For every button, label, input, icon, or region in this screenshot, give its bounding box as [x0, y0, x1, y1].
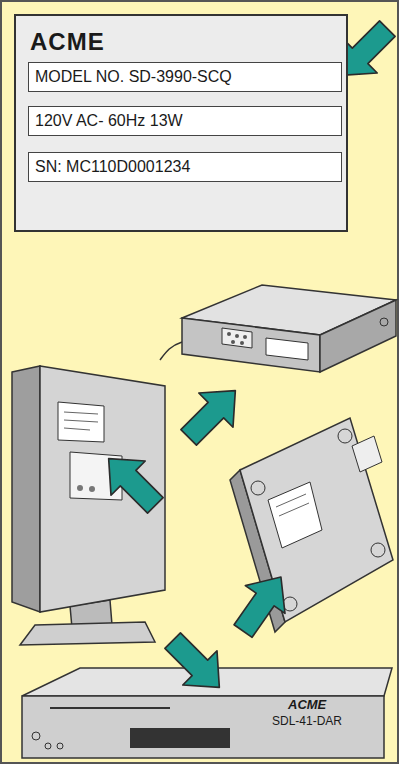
- button: [231, 340, 235, 344]
- disc-tray: [266, 338, 308, 360]
- button: [243, 335, 247, 339]
- rating-plate: ACME MODEL NO. SD-3990-SCQ 120V AC- 60Hz 1…: [14, 14, 348, 232]
- cable: [160, 342, 182, 360]
- knob: [57, 743, 63, 749]
- pointer-arrow: [172, 374, 253, 455]
- brand-name: ACME: [30, 28, 105, 56]
- monitor-bezel: [12, 366, 40, 612]
- foot: [251, 481, 265, 495]
- rating-label: [58, 402, 104, 442]
- label-line: [64, 412, 98, 414]
- label-line: [279, 503, 309, 516]
- disc-slot: [50, 707, 170, 709]
- display: [130, 728, 230, 748]
- field-text: SN: MC110D0001234: [35, 153, 190, 181]
- plate-field: MODEL NO. SD-3990-SCQ: [28, 62, 342, 92]
- knob: [32, 732, 40, 740]
- pointer-arrow: [92, 442, 173, 523]
- field-text: 120V AC- 60Hz 13W: [35, 107, 183, 135]
- label-line: [276, 494, 306, 507]
- button-panel: [222, 328, 252, 348]
- rating-label: [268, 482, 322, 548]
- label-line: [64, 428, 90, 430]
- device-front: [182, 318, 320, 372]
- port: [89, 486, 95, 492]
- foot: [338, 429, 352, 443]
- button: [227, 332, 231, 336]
- port: [77, 485, 83, 491]
- button: [235, 334, 239, 338]
- button: [240, 341, 244, 345]
- foot: [380, 318, 388, 326]
- foot: [371, 543, 385, 557]
- device-front: [22, 696, 384, 758]
- device-side: [320, 300, 396, 372]
- knob: [45, 743, 51, 749]
- pointer-arrow: [223, 563, 301, 645]
- brand-label: ACME: [288, 697, 326, 712]
- dvd-player: [160, 285, 396, 372]
- stand-base: [20, 622, 155, 645]
- plate-field: SN: MC110D0001234: [28, 152, 342, 182]
- field-text: MODEL NO. SD-3990-SCQ: [35, 63, 232, 91]
- pointer-arrow: [156, 624, 237, 705]
- model-label: SDL-41-DAR: [272, 714, 342, 728]
- button-panel: [352, 436, 382, 472]
- plate-field: 120V AC- 60Hz 13W: [28, 106, 342, 136]
- label-line: [64, 420, 98, 422]
